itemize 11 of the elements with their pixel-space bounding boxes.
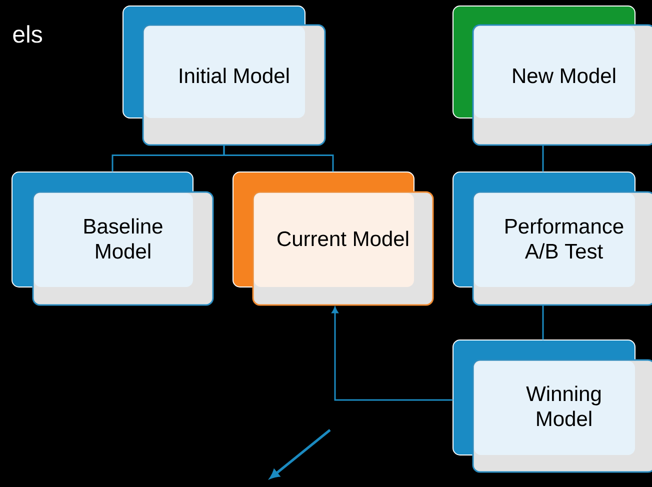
model-card: New Model [452, 6, 652, 146]
model-card: Performance A/B Test [452, 172, 652, 306]
model-card: Baseline Model [12, 172, 214, 306]
title-fragment: els [13, 25, 42, 43]
connector [332, 306, 453, 401]
model-card: Current Model [232, 172, 434, 306]
connector [542, 305, 544, 340]
model-card: Initial Model [122, 6, 326, 146]
connector [542, 145, 544, 172]
model-card: Winning Model [452, 340, 652, 473]
connector [223, 145, 334, 172]
